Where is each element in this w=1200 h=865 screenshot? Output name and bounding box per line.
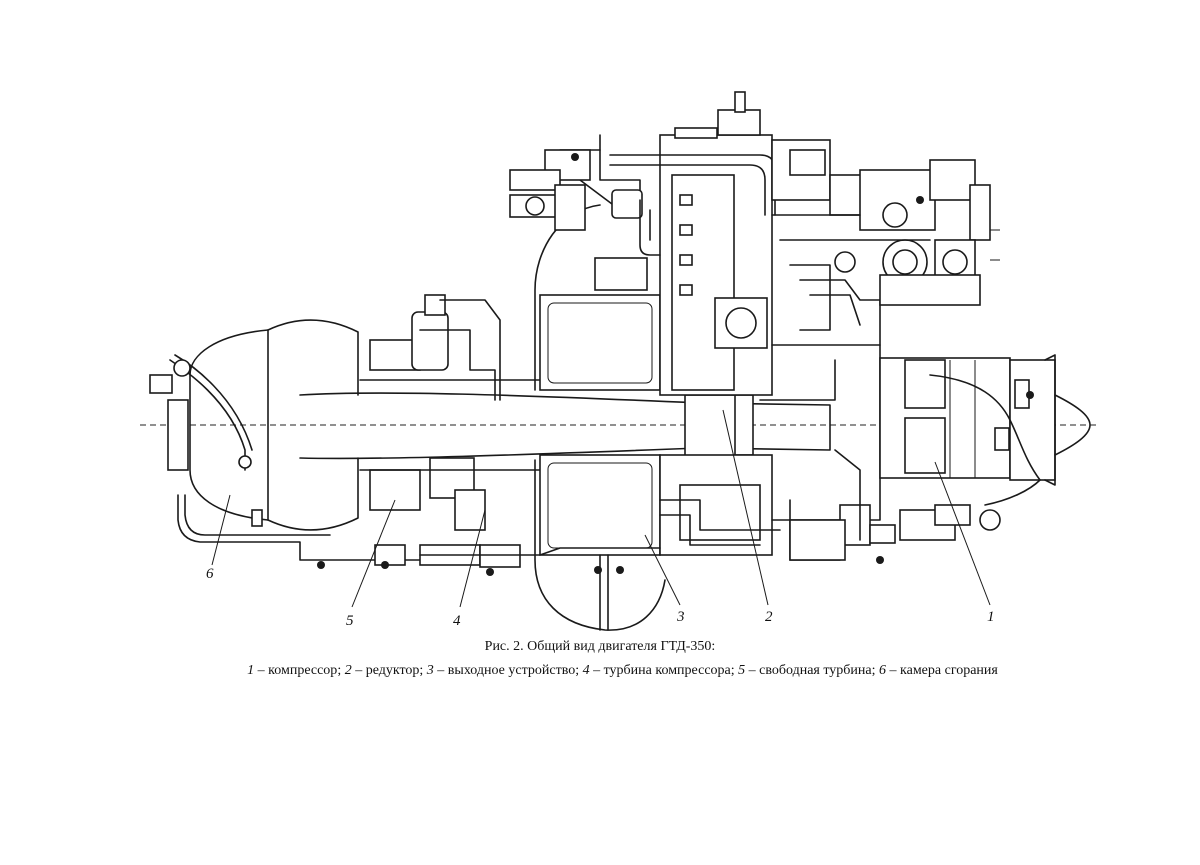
right-accessory-block <box>771 139 1000 346</box>
callout-1: 1 <box>987 609 995 625</box>
reduction-gearbox <box>659 91 773 556</box>
leader-3 <box>644 534 681 606</box>
lower-pipes <box>419 359 861 556</box>
bolt-markers <box>317 153 1034 576</box>
leader-6 <box>211 494 231 566</box>
callout-3: 3 <box>677 609 685 625</box>
callout-leaders <box>211 409 991 608</box>
callout-5: 5 <box>346 613 354 629</box>
exhaust-device <box>534 204 666 631</box>
leader-1 <box>934 461 991 606</box>
legend-item-6: 6 – камера сгорания <box>879 663 998 678</box>
exhaust-tube <box>299 392 831 460</box>
figure-caption-title: Рис. 2. Общий вид двигателя ГТД-350: <box>484 639 716 654</box>
callout-4: 4 <box>453 613 461 629</box>
free-turbine <box>359 294 541 568</box>
legend-item-3: 3 – выходное устройство; <box>426 663 583 678</box>
leader-5 <box>351 499 396 608</box>
legend-item-1: 1 – компрессор; <box>247 663 345 678</box>
legend-item-5: 5 – свободная турбина; <box>738 663 880 678</box>
leader-4 <box>459 509 486 608</box>
combustion-chamber <box>149 319 421 561</box>
legend-item-4: 4 – турбина компрессора; <box>582 663 739 678</box>
leader-2 <box>722 409 769 606</box>
compressor <box>771 344 1091 561</box>
legend-item-2: 2 – редуктор; <box>344 663 427 678</box>
figure-legend: 1 – компрессор; 2 – редуктор; 3 – выходн… <box>0 663 1200 679</box>
callout-6: 6 <box>206 566 214 582</box>
callout-2: 2 <box>765 609 773 625</box>
